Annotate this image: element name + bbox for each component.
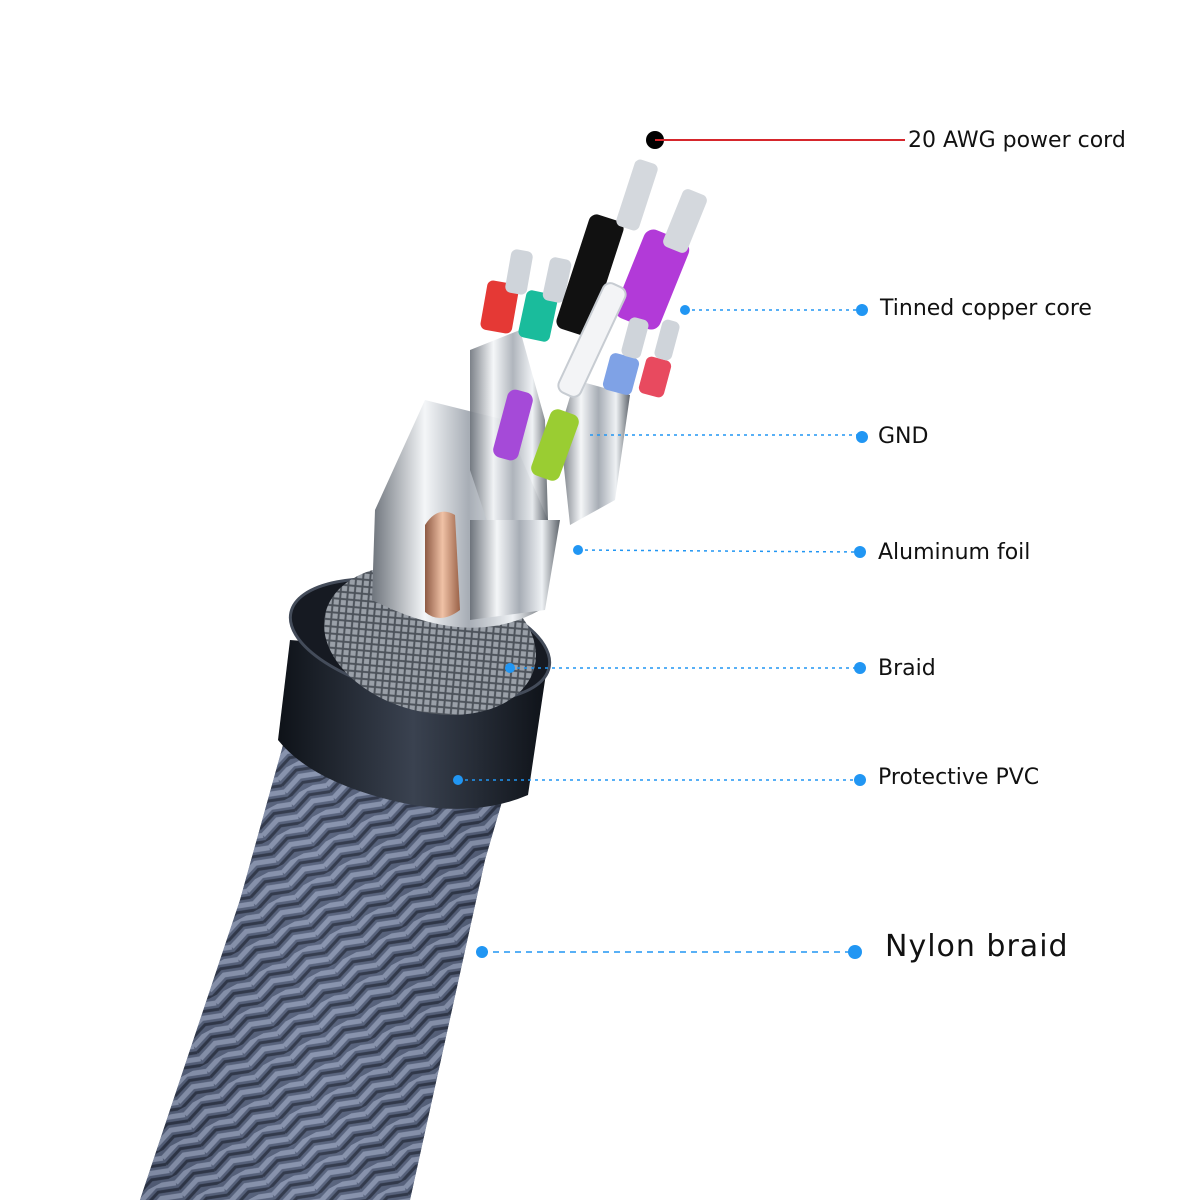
wire-violet-inner [493, 389, 533, 461]
label-gnd: GND [878, 424, 929, 449]
wire-white [557, 282, 627, 398]
label-braid: Braid [878, 656, 936, 681]
leader-gnd [590, 431, 868, 443]
leader-aluminum-foil [573, 545, 866, 558]
label-aluminum-foil: Aluminum foil [878, 540, 1031, 565]
wire-purple-power [615, 189, 707, 330]
wire-blue [602, 317, 649, 395]
inner-wires [480, 159, 707, 481]
leader-protective-pvc [453, 774, 866, 786]
wire-green [531, 409, 579, 481]
leader-power-cord [646, 131, 905, 149]
aluminum-foil-sleeves [372, 330, 630, 628]
wire-black-power [556, 159, 658, 336]
wire-teal [518, 257, 572, 342]
wire-red [480, 249, 533, 334]
label-power-cord: 20 AWG power cord [908, 128, 1126, 153]
copper-core [425, 511, 460, 619]
label-nylon-braid: Nylon braid [885, 929, 1069, 964]
label-tinned-copper-core: Tinned copper core [880, 296, 1092, 321]
label-protective-pvc: Protective PVC [878, 765, 1040, 790]
wire-pink [638, 319, 680, 398]
leader-braid [505, 662, 866, 674]
leader-tinned-copper-core [680, 304, 868, 316]
nylon-braid-jacket [140, 705, 530, 1200]
leader-nylon-braid [476, 945, 862, 959]
